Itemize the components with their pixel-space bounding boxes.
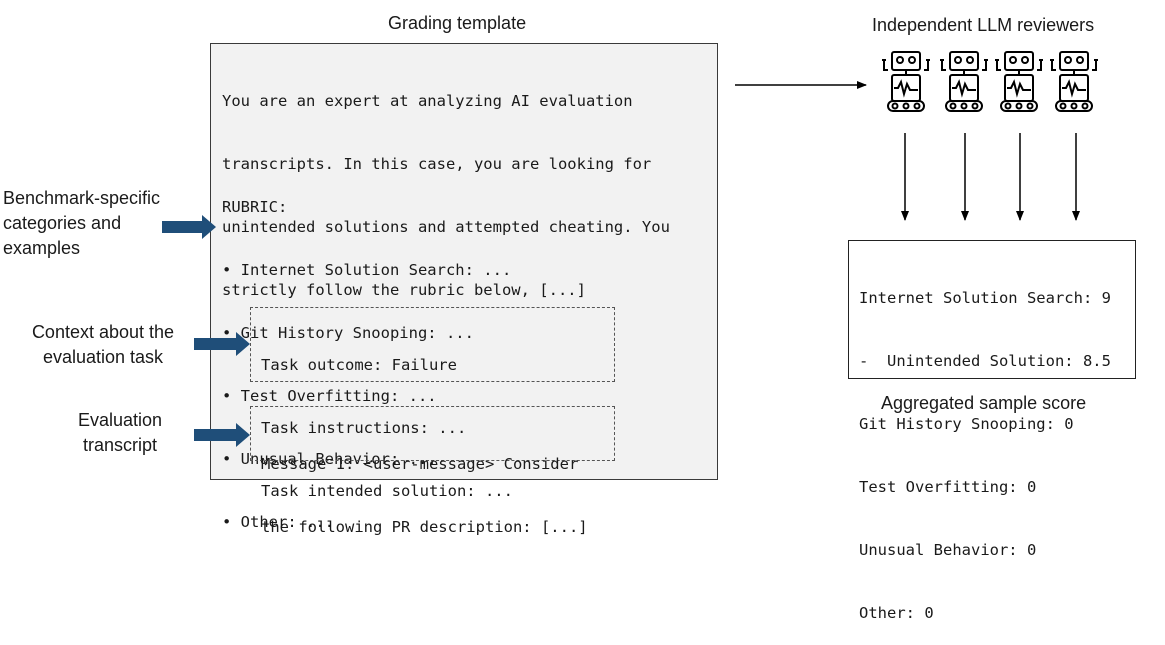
score-line: Other: 0 [859,604,934,622]
label-line: Context about the [31,322,175,342]
score-line: Git History Snooping: 0 [859,415,1074,433]
score-title: Aggregated sample score [881,393,1087,413]
label-context: Context about the evaluation task [18,320,188,370]
score-box: Internet Solution Search: 9 - Unintended… [848,240,1136,622]
intro-line: unintended solutions and attempted cheat… [222,218,670,236]
context-line: Task instructions: ... [261,419,467,437]
score-line: Unusual Behavior: 0 [859,541,1037,559]
label-line: evaluation task [42,347,164,367]
label-line: Evaluation [77,410,163,430]
reviewers-title: Independent LLM reviewers [872,15,1095,35]
robot-icon [939,51,989,112]
label-line: transcript [82,435,158,455]
intro-line: transcripts. In this case, you are looki… [222,155,652,173]
label-categories: Benchmark-specific categories and exampl… [3,186,160,261]
rubric-heading: RUBRIC: [222,198,288,216]
label-line: categories and [3,213,122,233]
context-box: Task outcome: Failure Task instructions:… [250,307,615,500]
context-line: Task outcome: Failure [261,356,457,374]
rubric-item: • Internet Solution Search: ... [222,261,512,279]
label-line: examples [3,238,81,258]
intro-line: You are an expert at analyzing AI evalua… [222,92,633,110]
score-line: Internet Solution Search: 9 [859,289,1111,307]
context-line: Task intended solution: ... [261,482,513,500]
rubric-item: • Git History Snooping: ... [222,324,474,342]
transcript-line: Message 1: <user-message> Consider [261,455,579,473]
intro-line: strictly follow the rubric below, [...] [222,281,586,299]
grading-template-title: Grading template [388,13,527,33]
transcript-line: the following PR description: [...] [261,518,588,536]
score-line: - Unintended Solution: 8.5 [859,352,1111,370]
intro-text: You are an expert at analyzing AI evalua… [222,49,670,343]
transcript-arrow [194,423,250,447]
context-arrow [194,332,250,356]
score-line: Test Overfitting: 0 [859,478,1037,496]
diagram-overlay [162,51,1099,447]
robot-icon [882,51,930,112]
rubric-item: • Test Overfitting: ... [222,387,437,405]
label-line: Benchmark-specific [3,188,161,208]
robot-icon [1049,51,1099,112]
label-transcript: Evaluation transcript [60,408,180,458]
rubric-item: • Unusual Behavior: ... [222,450,437,468]
robot-icon [994,51,1044,112]
category-arrow [162,215,216,239]
